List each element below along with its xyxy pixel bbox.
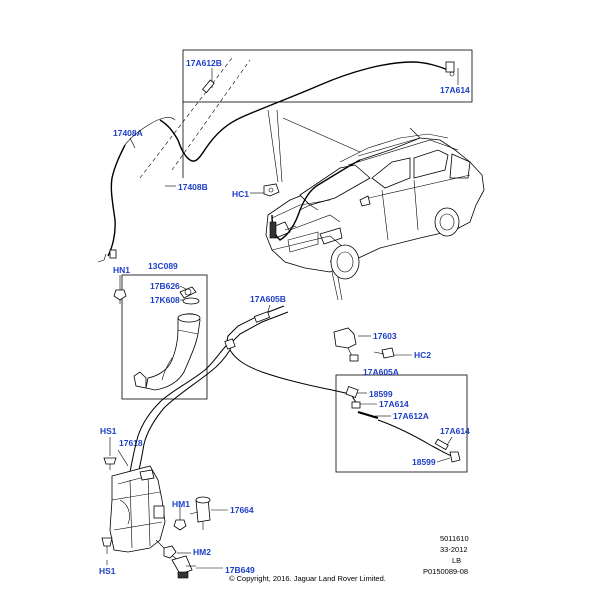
vehicle-illustration <box>265 127 485 280</box>
label-17k608: 17K608 <box>150 295 180 305</box>
doc-ref: P0150089-08 <box>423 567 468 576</box>
label-hs1-top: HS1 <box>100 426 117 436</box>
label-17a605a: 17A605A <box>363 367 399 377</box>
doc-date: 33-2012 <box>440 545 468 554</box>
hm2-nut <box>163 545 177 559</box>
label-17a612b-top: 17A612B <box>186 58 222 68</box>
level-sensor-17b649 <box>171 555 196 579</box>
label-hs1-bottom: HS1 <box>99 566 116 576</box>
label-hc2: HC2 <box>414 350 431 360</box>
label-hm1: HM1 <box>172 499 190 509</box>
label-17408b: 17408B <box>178 182 208 192</box>
label-17b626: 17B626 <box>150 281 180 291</box>
washer-pump-17664 <box>189 496 211 530</box>
label-17a614-top: 17A614 <box>440 85 470 95</box>
label-hc1: HC1 <box>232 189 249 199</box>
filler-callout-box <box>121 274 208 400</box>
label-13c089: 13C089 <box>148 261 178 271</box>
doc-code: 5011610 <box>440 534 469 543</box>
label-17a614-mid: 17A614 <box>379 399 409 409</box>
hs1-screw-bottom <box>101 537 113 554</box>
label-hn1: HN1 <box>113 265 130 275</box>
label-17603: 17603 <box>373 331 397 341</box>
upper-hose-callout-box <box>182 49 473 103</box>
washer-reservoir <box>109 465 179 561</box>
feed-pipes <box>129 305 351 475</box>
upper-washer-hose <box>97 57 455 263</box>
label-17b649: 17B649 <box>225 565 255 575</box>
label-18599-b: 18599 <box>412 457 436 467</box>
label-hm2: HM2 <box>193 547 211 557</box>
copyright: © Copyright, 2016. Jaguar Land Rover Lim… <box>229 574 386 583</box>
hn1-nut <box>113 289 127 304</box>
label-17a614-low: 17A614 <box>440 426 470 436</box>
filler-neck-assembly <box>133 286 201 391</box>
label-17618: 17618 <box>119 438 143 448</box>
headlamp-washer-callout-box <box>335 374 468 473</box>
label-17664: 17664 <box>230 505 254 515</box>
label-17a605b: 17A605B <box>250 294 286 304</box>
label-17408a: 17408A <box>113 128 143 138</box>
headlamp-washer-pump <box>333 327 395 362</box>
hm1-nut <box>173 519 187 531</box>
hc1-clip <box>263 183 280 197</box>
label-18599-a: 18599 <box>369 389 393 399</box>
label-17a612a: 17A612A <box>393 411 429 421</box>
doc-region: LB <box>452 556 461 565</box>
headlamp-washer-jets <box>345 386 461 463</box>
hs1-screw-top <box>103 457 117 470</box>
